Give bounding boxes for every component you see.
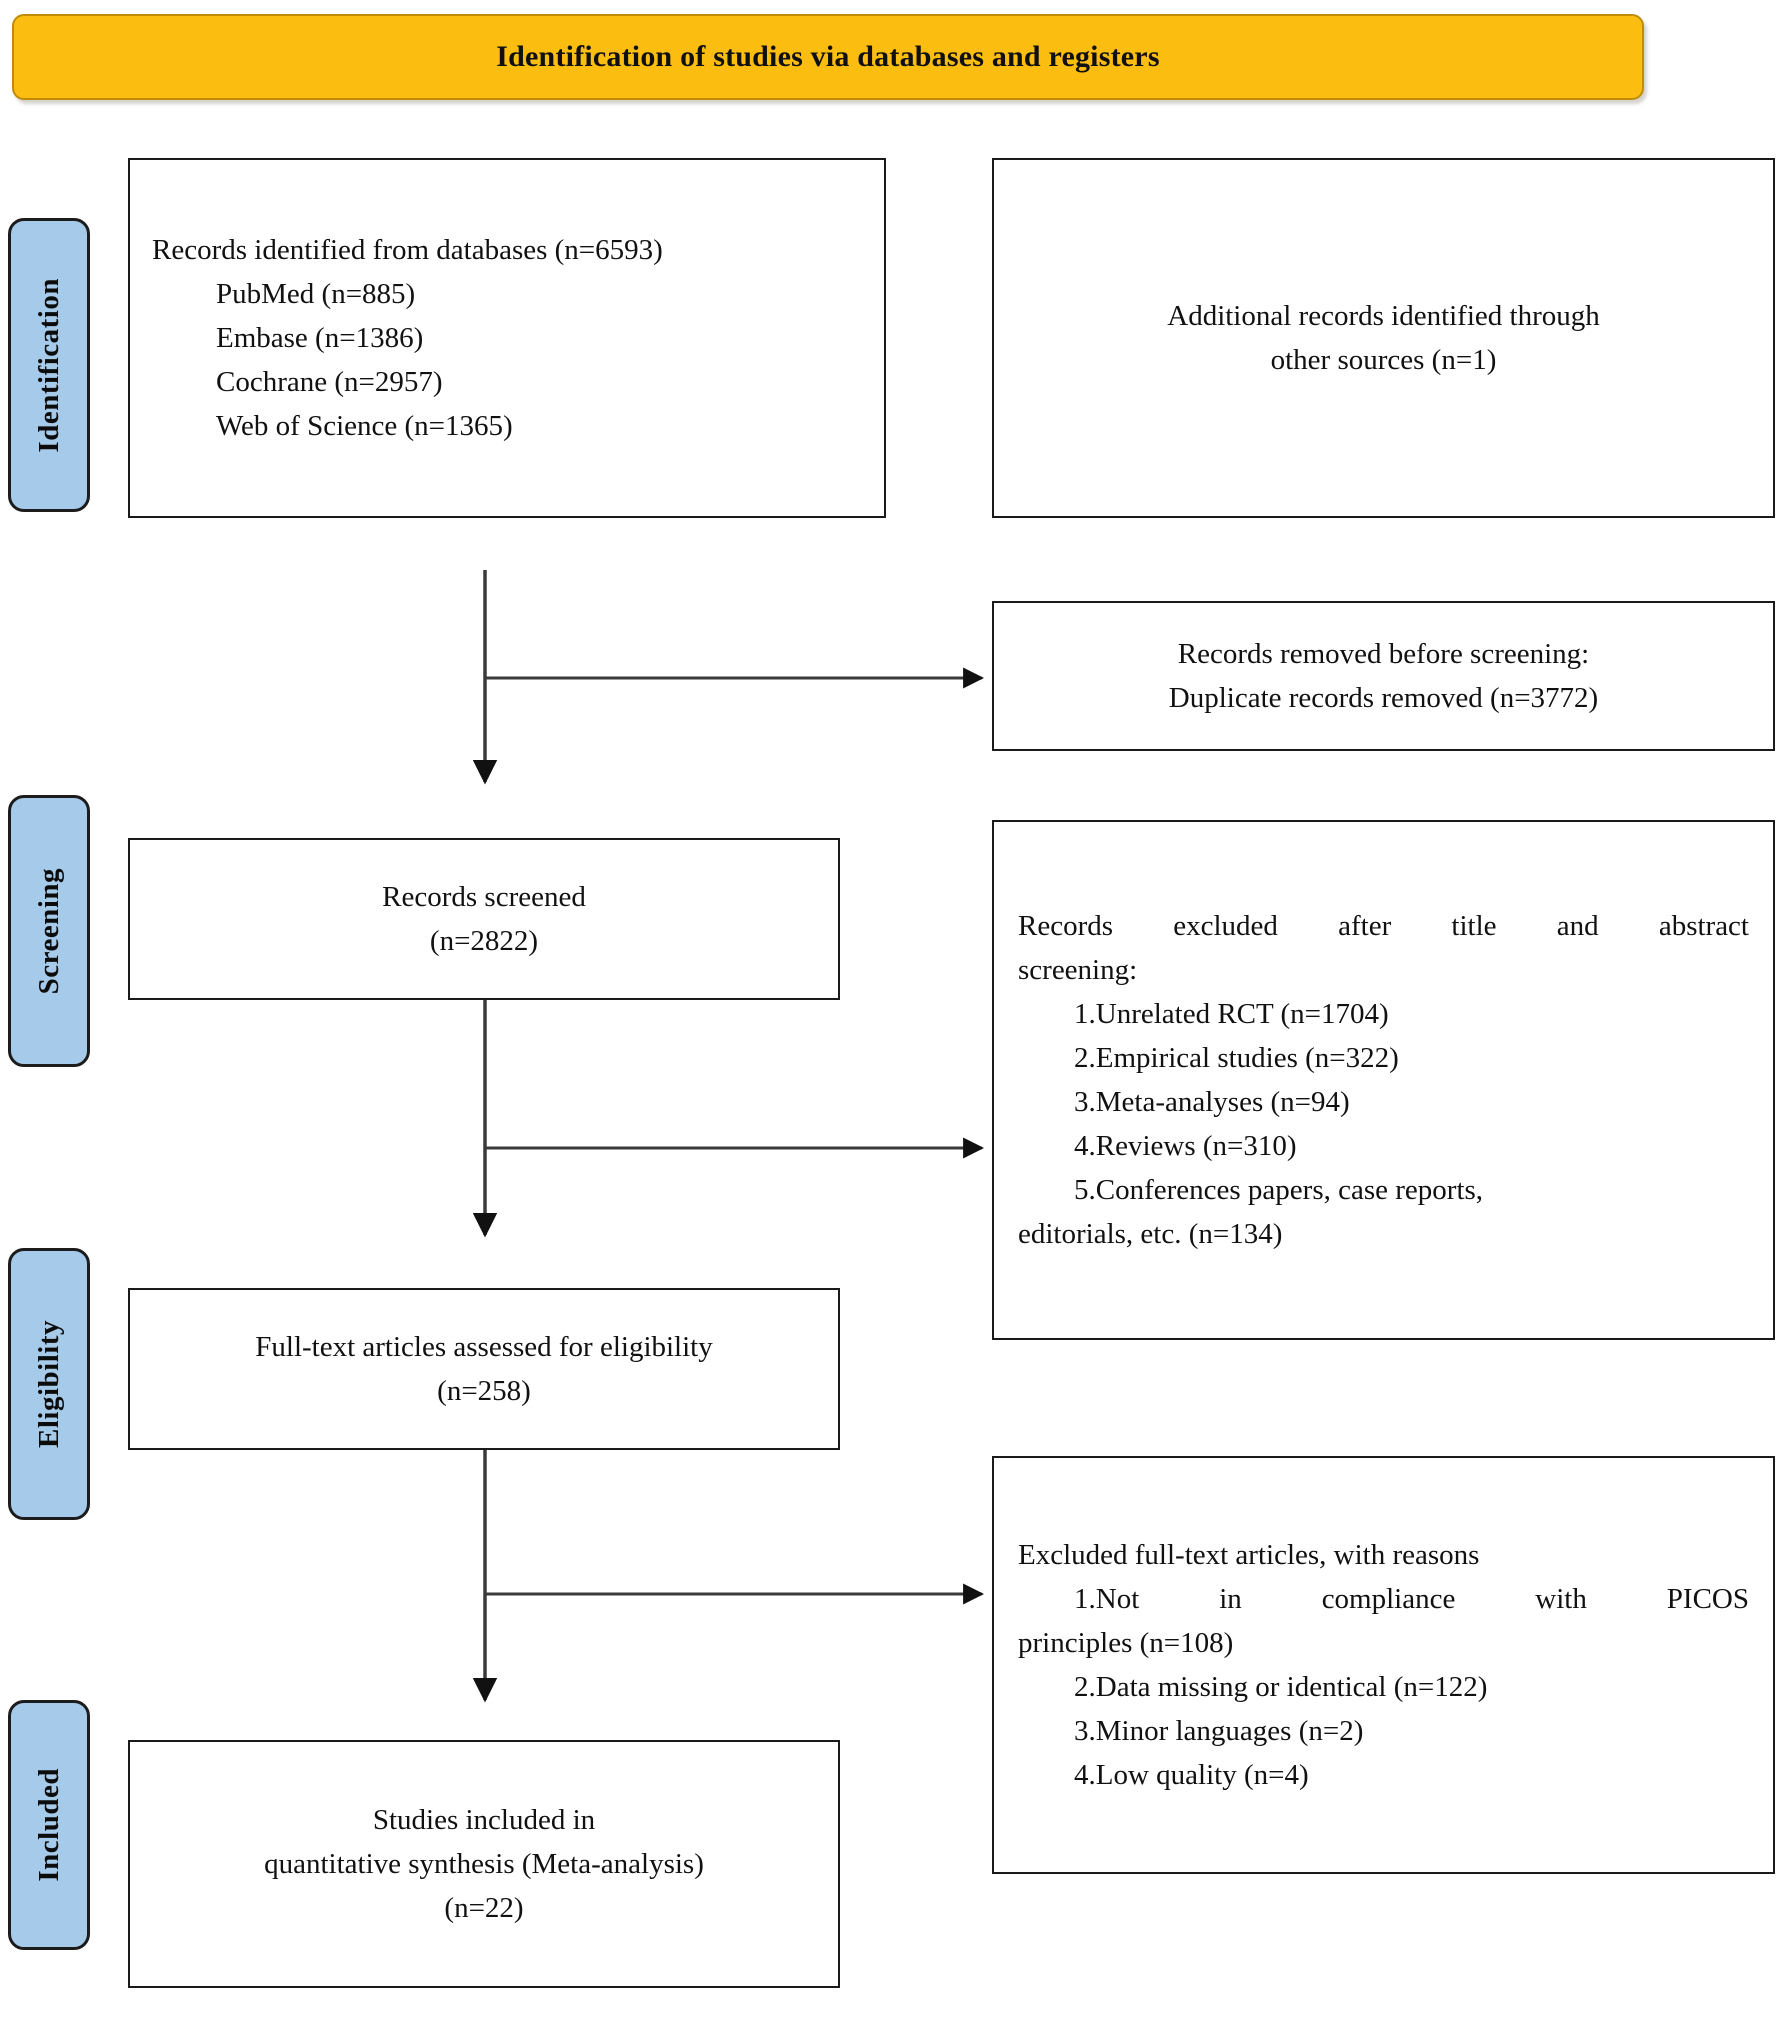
records-excluded-reason-4: 4.Reviews (n=310) [1074, 1130, 1297, 1163]
fulltext-excluded-reason-2: 2.Data missing or identical (n=122) [1074, 1671, 1488, 1703]
records-excluded-reason-1: 1.Unrelated RCT (n=1704) [1074, 997, 1389, 1030]
box-additional-records: Additional records identified through ot… [992, 158, 1775, 518]
fulltext-excluded-heading: Excluded full-text articles, with reason… [1018, 1538, 1480, 1571]
box-records-excluded: Records excluded after title and abstrac… [992, 820, 1775, 1340]
box-records-removed: Records removed before screening: Duplic… [992, 601, 1775, 751]
stage-label-eligibility: Eligibility [8, 1248, 90, 1520]
records-excluded-reason-2: 2.Empirical studies (n=322) [1074, 1041, 1399, 1074]
records-identified-source-wos: Web of Science (n=1365) [216, 410, 513, 443]
records-excluded-heading-line1: Records excluded after title and abstrac… [1018, 909, 1749, 942]
records-excluded-heading-line2: screening: [1018, 953, 1138, 986]
additional-records-line2: other sources (n=1) [1270, 344, 1497, 376]
fulltext-assessed-line2: (n=258) [437, 1375, 531, 1407]
page-title: Identification of studies via databases … [496, 40, 1160, 73]
stage-label-identification: Identification [8, 218, 90, 512]
fulltext-excluded-reason-4: 4.Low quality (n=4) [1074, 1759, 1309, 1792]
stage-label-included: Included [8, 1700, 90, 1950]
fulltext-excluded-reason-1a: 1.Not in compliance with PICOS [1074, 1582, 1749, 1615]
records-excluded-reason-3: 3.Meta-analyses (n=94) [1074, 1086, 1350, 1118]
stage-label-included-text: Included [32, 1768, 65, 1882]
records-excluded-reason-5b: editorials, etc. (n=134) [1018, 1218, 1283, 1251]
box-studies-included: Studies included in quantitative synthes… [128, 1740, 840, 1988]
fulltext-excluded-reason-3: 3.Minor languages (n=2) [1074, 1715, 1364, 1748]
additional-records-line1: Additional records identified through [1167, 299, 1600, 332]
box-records-screened: Records screened (n=2822) [128, 838, 840, 1000]
records-identified-source-embase: Embase (n=1386) [216, 321, 424, 354]
studies-included-line2: quantitative synthesis (Meta-analysis) [264, 1847, 704, 1880]
studies-included-line1: Studies included in [372, 1803, 596, 1836]
fulltext-excluded-reason-1b: principles (n=108) [1018, 1626, 1234, 1659]
box-records-identified: Records identified from databases (n=659… [128, 158, 886, 518]
records-excluded-reason-5a: 5.Conferences papers, case reports, [1074, 1174, 1484, 1207]
box-fulltext-assessed: Full-text articles assessed for eligibil… [128, 1288, 840, 1450]
stage-label-screening: Screening [8, 795, 90, 1067]
stage-label-screening-text: Screening [32, 867, 65, 995]
records-identified-source-cochrane: Cochrane (n=2957) [216, 366, 443, 399]
studies-included-line3: (n=22) [444, 1892, 524, 1925]
records-identified-source-pubmed: PubMed (n=885) [216, 277, 416, 310]
records-screened-line2: (n=2822) [429, 925, 539, 957]
box-fulltext-excluded: Excluded full-text articles, with reason… [992, 1456, 1775, 1874]
records-screened-line1: Records screened [382, 880, 586, 913]
records-identified-heading: Records identified from databases (n=659… [152, 233, 663, 266]
stage-label-eligibility-text: Eligibility [32, 1320, 65, 1448]
stage-label-identification-text: Identification [32, 277, 65, 453]
fulltext-assessed-line1: Full-text articles assessed for eligibil… [255, 1330, 713, 1363]
diagram-title-banner: Identification of studies via databases … [12, 14, 1644, 100]
records-removed-line1: Records removed before screening: [1177, 637, 1590, 670]
records-removed-line2: Duplicate records removed (n=3772) [1168, 682, 1599, 714]
